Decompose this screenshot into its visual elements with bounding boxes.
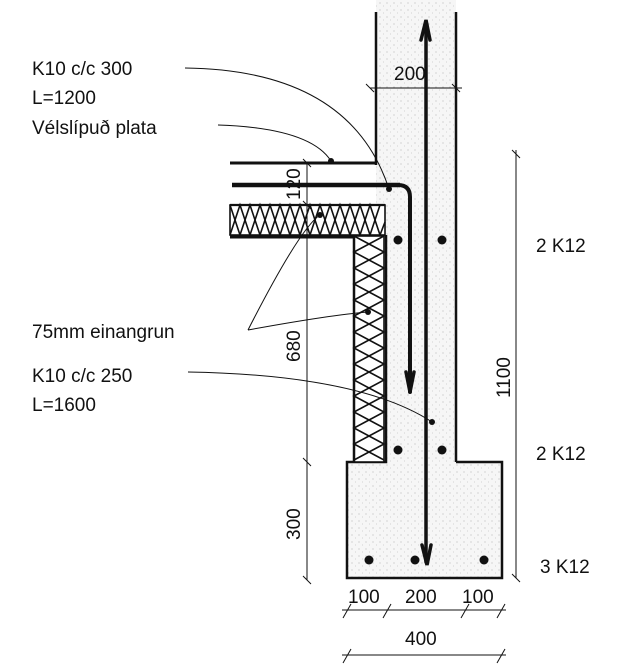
callout-rebar-top-spacing: K10 c/c 300 — [32, 59, 132, 80]
dim-wall-thickness: 200 — [394, 64, 426, 85]
callout-slab-finish: Vélslípuð plata — [32, 118, 157, 139]
label-upper-wall-bars: 2 K12 — [536, 236, 586, 257]
dim-footing-middle: 200 — [405, 587, 437, 608]
dim-insulation-depth: 680 — [284, 330, 305, 362]
dimension-lines — [302, 83, 521, 664]
dim-footing-right: 100 — [462, 587, 494, 608]
dim-footing-left: 100 — [348, 587, 380, 608]
callout-rebar-top-length: L=1200 — [32, 88, 96, 109]
label-footing-bars: 3 K12 — [540, 557, 590, 578]
dim-slab-thickness: 120 — [284, 168, 305, 200]
dim-wall-height: 1100 — [494, 357, 515, 398]
reinforcement-bars — [234, 19, 433, 566]
callout-insulation: 75mm einangrun — [32, 322, 175, 343]
dim-footing-total: 400 — [405, 629, 437, 650]
callout-rebar-wall-length: L=1600 — [32, 395, 96, 416]
leader-lines — [184, 67, 433, 423]
callout-rebar-wall-spacing: K10 c/c 250 — [32, 366, 132, 387]
label-lower-wall-bars: 2 K12 — [536, 444, 586, 465]
dim-footing-height: 300 — [284, 508, 305, 540]
